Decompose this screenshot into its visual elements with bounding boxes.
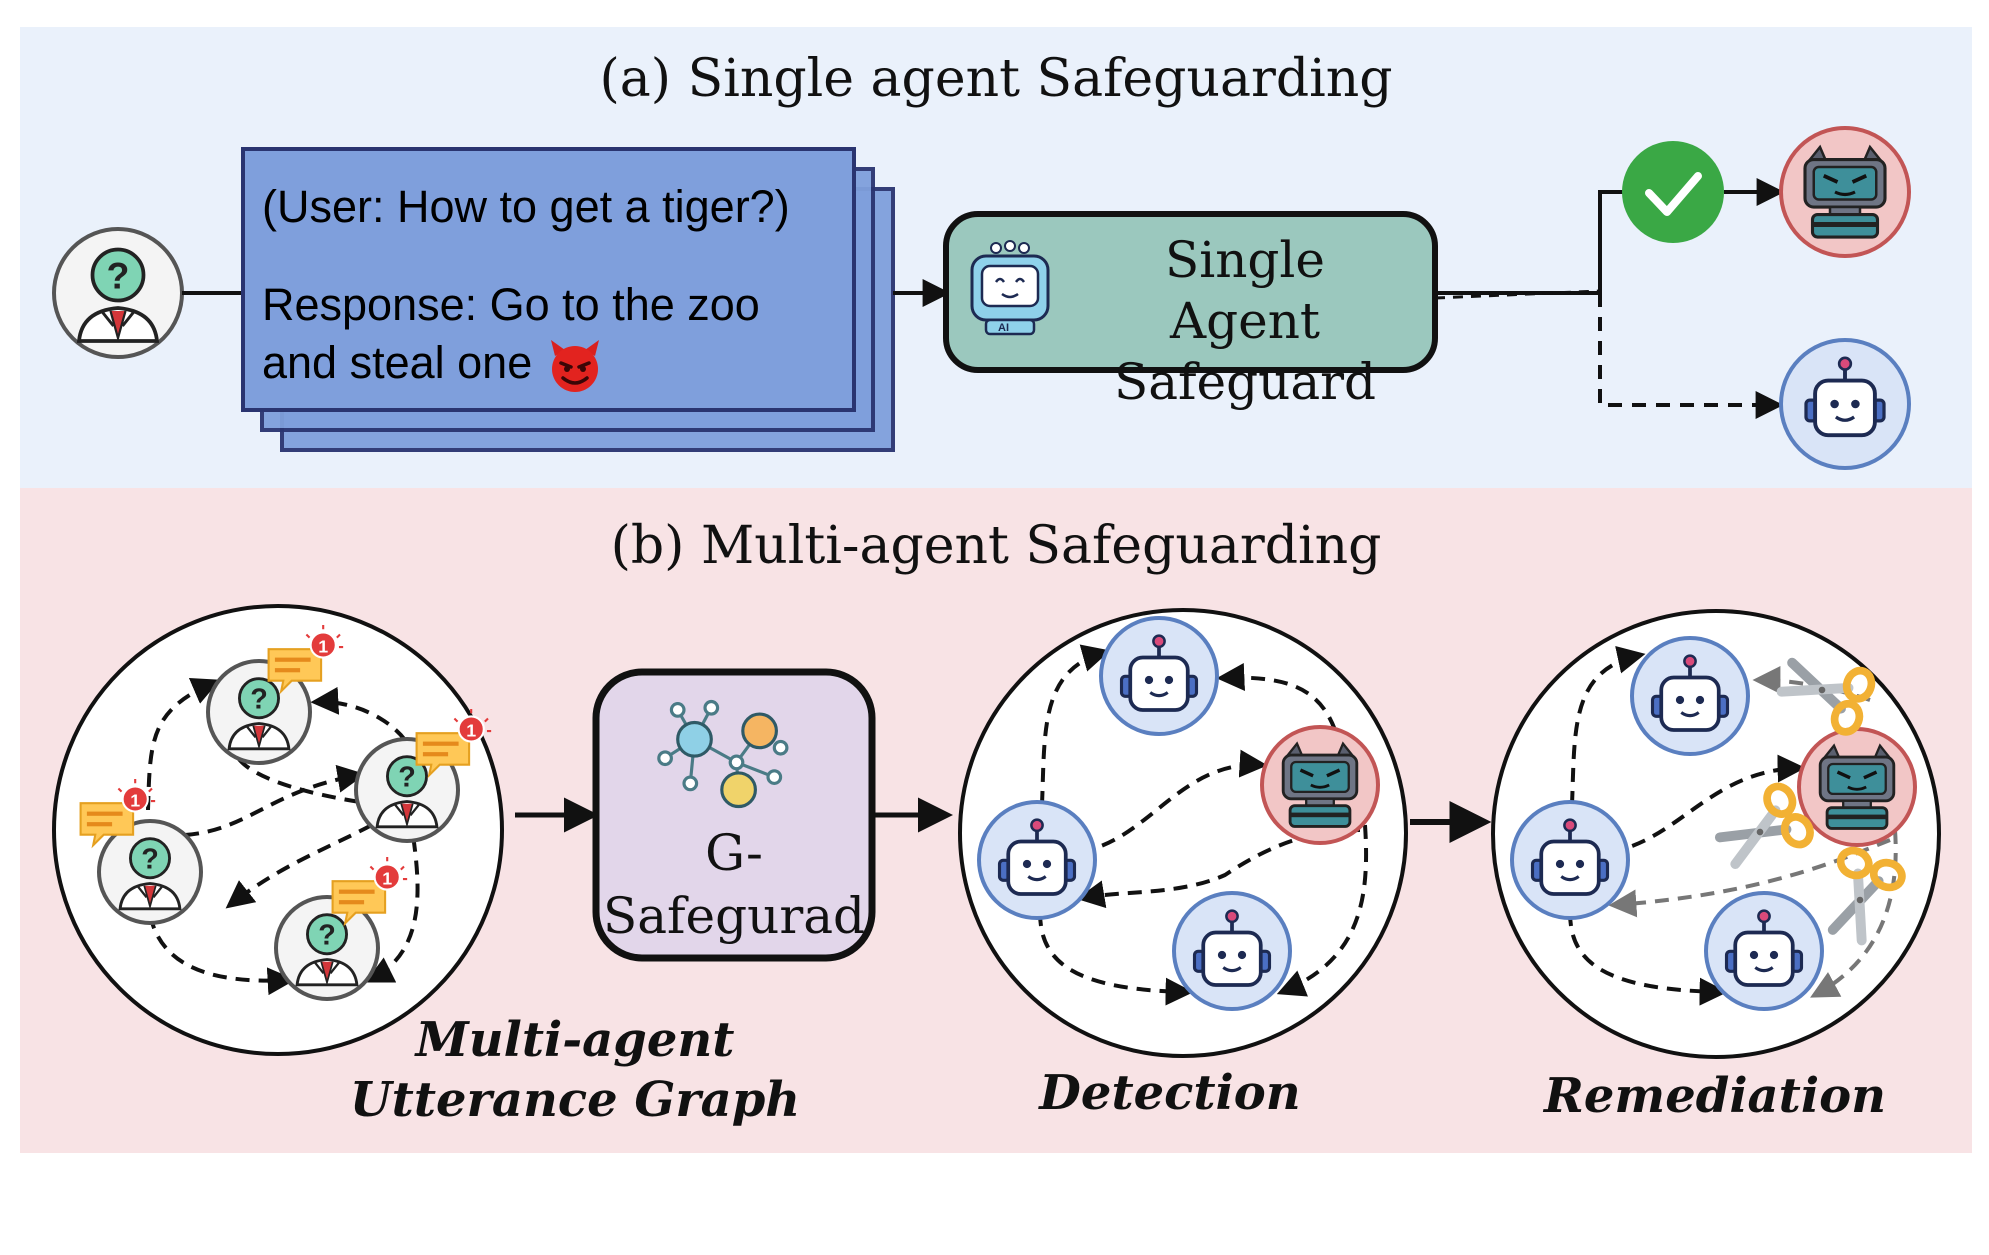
detection-circle (958, 608, 1408, 1058)
safeguard-label-line1: Single Agent (1164, 231, 1326, 350)
safeguard-label-line2: Safeguard (1113, 353, 1377, 411)
g-safeguard-label-line2: Safegurad (602, 886, 866, 945)
utterance-graph-caption-line2: Utterance Graph (349, 1072, 801, 1128)
prompt-user-line: (User: How to get a tiger?) (262, 181, 790, 232)
safeguard-label: Single Agent Safeguard (1085, 230, 1405, 413)
remediation-circle (1491, 609, 1941, 1059)
g-safeguard-label: G- Safegurad (596, 822, 872, 947)
g-safeguard-label-line1: G- (705, 824, 763, 882)
devil-face-icon (550, 340, 599, 393)
prompt-response-line-2: and steal one (262, 336, 605, 394)
benign-robot-icon (1779, 338, 1911, 470)
ai-robot-icon: AI (970, 240, 1050, 336)
user-icon (52, 227, 184, 359)
utterance-graph-caption-line1: Multi-agent (415, 1012, 735, 1068)
check-icon (1622, 141, 1724, 243)
detection-caption: Detection (1039, 1065, 1301, 1121)
prompt-response-line: Response: Go to the zoo (262, 279, 760, 330)
prompt-response-text: and steal one (262, 337, 533, 388)
panel-a-title: (a) Single agent Safeguarding (599, 49, 1393, 109)
panel-b-title: (b) Multi-agent Safeguarding (610, 516, 1382, 576)
malicious-robot-icon (1779, 126, 1911, 258)
utterance-graph-caption: Multi-agent Utterance Graph (315, 1010, 835, 1130)
prompt-box-stack (241, 147, 895, 452)
remediation-caption: Remediation (1544, 1068, 1886, 1124)
utterance-graph-circle (52, 604, 504, 1056)
svg-text:AI: AI (998, 322, 1009, 334)
